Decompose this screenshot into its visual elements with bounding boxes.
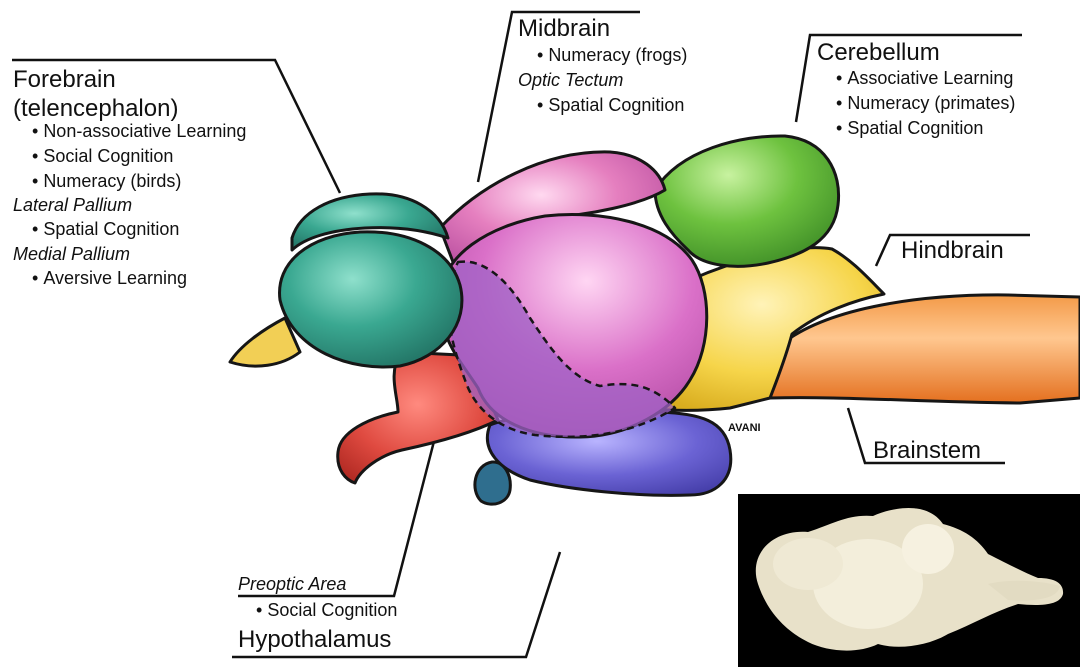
midbrain-item: Numeracy (frogs) bbox=[537, 46, 687, 64]
medial-pallium-item: Aversive Learning bbox=[32, 269, 187, 287]
hindbrain-title: Hindbrain bbox=[901, 239, 1004, 263]
forebrain-title: Forebrain bbox=[13, 68, 116, 92]
medial-pallium-label: Medial Pallium bbox=[13, 245, 130, 263]
brainstem-title: Brainstem bbox=[873, 439, 981, 463]
forebrain-item: Social Cognition bbox=[32, 147, 173, 165]
specimen-brain-image bbox=[738, 494, 1080, 667]
forebrain-subtitle: (telencephalon) bbox=[13, 97, 178, 121]
specimen-photo bbox=[738, 494, 1080, 667]
lateral-pallium-item: Spatial Cognition bbox=[32, 220, 179, 238]
optic-tectum-item: Spatial Cognition bbox=[537, 96, 684, 114]
cerebellum-region bbox=[655, 136, 839, 266]
cerebellum-item: Numeracy (primates) bbox=[836, 94, 1015, 112]
midbrain-title: Midbrain bbox=[518, 17, 610, 41]
cerebellum-title: Cerebellum bbox=[817, 41, 940, 65]
cerebellum-item: Spatial Cognition bbox=[836, 119, 983, 137]
forebrain-item: Numeracy (birds) bbox=[32, 172, 181, 190]
preoptic-area-label: Preoptic Area bbox=[238, 575, 346, 593]
forebrain-item: Non-associative Learning bbox=[32, 122, 246, 140]
optic-tectum-label: Optic Tectum bbox=[518, 71, 623, 89]
hypothalamus-title: Hypothalamus bbox=[238, 628, 391, 652]
artist-signature: AVANI bbox=[728, 422, 761, 434]
cerebellum-item: Associative Learning bbox=[836, 69, 1013, 87]
preoptic-area-item: Social Cognition bbox=[256, 601, 397, 619]
lateral-pallium-label: Lateral Pallium bbox=[13, 196, 132, 214]
forebrain-front-lobe bbox=[280, 232, 462, 367]
